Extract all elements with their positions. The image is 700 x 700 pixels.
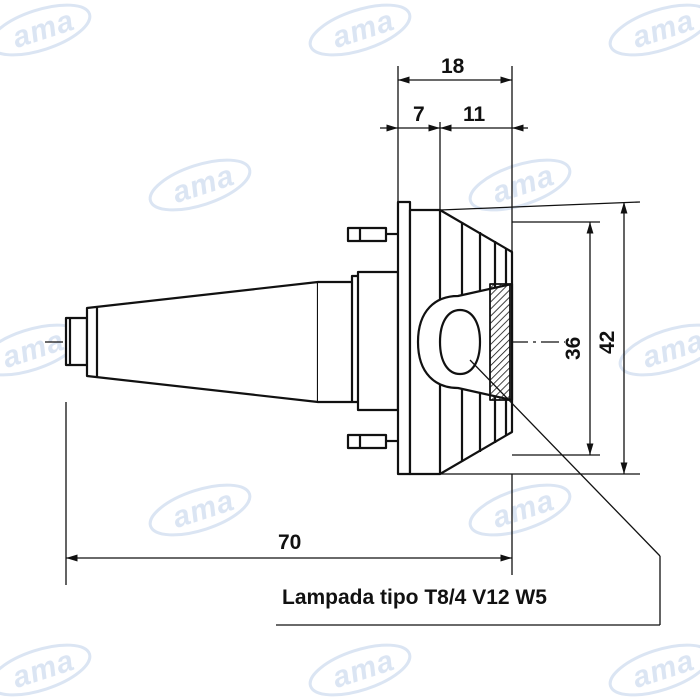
svg-text:ama: ama [8, 4, 78, 55]
lower-stud [346, 433, 388, 450]
dimension-70-label: 70 [278, 531, 301, 554]
dimension-11-label: 11 [463, 103, 486, 126]
dimension-42-label: 42 [596, 331, 619, 354]
hub-ring [356, 270, 400, 412]
svg-text:ama: ama [328, 644, 398, 695]
watermark-logo: ama [468, 158, 572, 212]
watermark-logo: ama [0, 643, 92, 697]
watermark-logo: ama [0, 3, 92, 57]
watermark-logo: ama [608, 643, 700, 697]
svg-text:ama: ama [0, 324, 69, 375]
lamp-type-caption: Lampada tipo T8/4 V12 W5 [282, 586, 547, 609]
lamp-holder-body [64, 200, 514, 476]
lamp-bulb [438, 308, 482, 376]
hatched-section [489, 283, 511, 401]
svg-text:ama: ama [488, 484, 558, 535]
svg-text:ama: ama [628, 644, 698, 695]
dimension-36-label: 36 [562, 337, 585, 360]
watermark-logo: ama [148, 483, 252, 537]
svg-text:ama: ama [328, 4, 398, 55]
svg-text:ama: ama [638, 324, 700, 375]
dimension-18-label: 18 [441, 55, 465, 78]
svg-text:ama: ama [628, 4, 698, 55]
flange-plate [396, 200, 412, 476]
svg-text:ama: ama [168, 484, 238, 535]
watermark-logo: ama [468, 483, 572, 537]
watermark-logo: ama [308, 3, 412, 57]
svg-text:ama: ama [168, 159, 238, 210]
watermark-logo: ama [618, 323, 700, 377]
upper-stud [346, 226, 388, 243]
tapered-shank [85, 280, 320, 404]
svg-text:ama: ama [8, 644, 78, 695]
watermark-logo: ama [308, 643, 412, 697]
dimension-7-label: 7 [413, 103, 425, 126]
extension-line-top [439, 201, 641, 211]
watermark-logo: ama [608, 3, 700, 57]
caption-leader [469, 359, 661, 557]
svg-text:ama: ama [488, 159, 558, 210]
dimension-lines [65, 66, 661, 626]
watermark-logo: ama [148, 158, 252, 212]
